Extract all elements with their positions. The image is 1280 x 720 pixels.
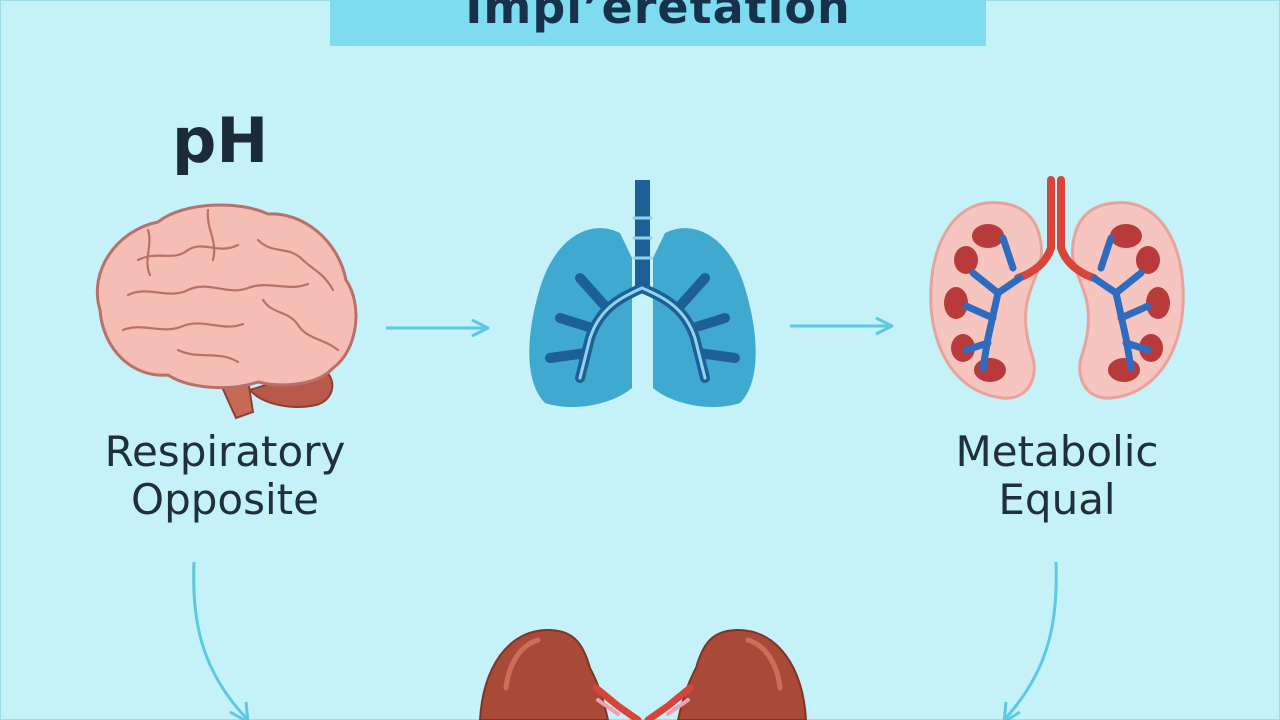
kidney-pair-icon	[478, 628, 808, 720]
caption-respiratory: Respiratory Opposite	[70, 428, 380, 524]
kidneys-icon	[929, 176, 1185, 400]
title-banner: Impı’eretation	[330, 0, 986, 46]
lungs-icon	[529, 180, 756, 408]
arrow-left-down	[192, 561, 250, 720]
ph-label: pH	[172, 104, 269, 177]
diagram-title: Impı’eretation	[465, 0, 851, 34]
arrow-lungs-to-kidneys	[790, 316, 894, 336]
caption-metabolic-line2: Equal	[998, 475, 1116, 524]
caption-respiratory-line1: Respiratory	[104, 427, 346, 476]
caption-respiratory-line2: Opposite	[131, 475, 319, 524]
caption-metabolic: Metabolic Equal	[912, 428, 1202, 524]
arrow-brain-to-lungs	[386, 318, 490, 338]
caption-metabolic-line1: Metabolic	[955, 427, 1159, 476]
brain-icon	[95, 203, 358, 420]
arrow-right-down	[1002, 561, 1058, 720]
